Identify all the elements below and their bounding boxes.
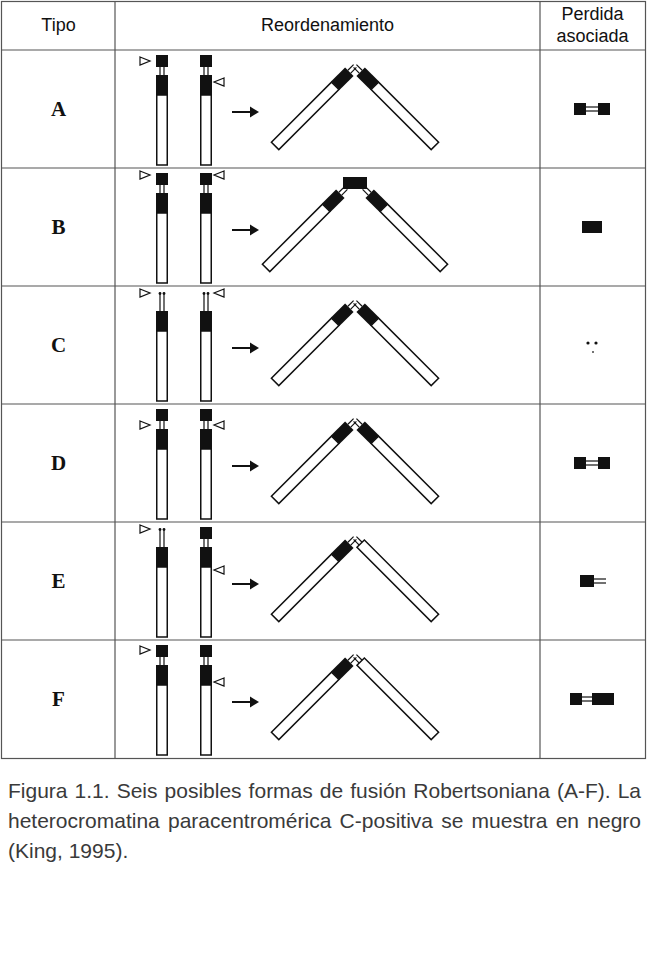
fused-arm [351, 652, 438, 739]
column-header: Tipo [2, 2, 115, 50]
acrocentric-chromosome [200, 173, 212, 283]
fused-arm [262, 184, 350, 272]
rearrangement-arrow [232, 107, 259, 118]
lost-fragment [574, 103, 610, 115]
acrocentric-chromosome [156, 55, 168, 165]
row-label: F [2, 640, 115, 758]
fused-arm [271, 298, 359, 386]
break-point [140, 646, 150, 654]
rearrangement-arrow [232, 343, 259, 354]
lost-fragment [580, 575, 606, 587]
column-header: Perdida asociada [540, 2, 645, 50]
rearrangement-arrow [232, 225, 259, 236]
break-point [214, 421, 224, 429]
acrocentric-chromosome [200, 527, 212, 637]
acrocentric-chromosome [156, 528, 168, 637]
break-point [214, 289, 224, 297]
acrocentric-chromosome [200, 292, 212, 401]
fused-arm [271, 62, 359, 150]
fused-arm [271, 416, 359, 504]
fusion-type-a [140, 55, 610, 165]
figure-caption: Figura 1.1. Seis posibles formas de fusi… [0, 776, 647, 865]
fused-arm [351, 534, 438, 621]
acrocentric-chromosome [156, 409, 168, 519]
break-point [140, 421, 150, 429]
acrocentric-chromosome [156, 173, 168, 283]
break-point [140, 289, 150, 297]
chromosome-illustration [0, 0, 647, 770]
break-point [214, 78, 224, 86]
fusion-type-b [140, 171, 602, 283]
row-label: E [2, 522, 115, 640]
break-point [214, 678, 224, 686]
fusion-type-c [140, 289, 598, 401]
lost-fragment [574, 457, 610, 469]
fusion-type-d [140, 409, 610, 519]
break-point [214, 171, 224, 179]
fused-satellite [343, 177, 367, 189]
lost-fragment [592, 351, 594, 353]
lost-fragment [570, 693, 614, 705]
fused-arm [351, 62, 439, 150]
acrocentric-chromosome [200, 645, 212, 755]
fused-arm [351, 298, 439, 386]
fused-arm [351, 416, 439, 504]
lost-fragment [586, 341, 589, 344]
break-point [140, 57, 150, 65]
break-point [140, 525, 150, 533]
break-point [140, 171, 150, 179]
fused-arm [360, 184, 448, 272]
rearrangement-arrow [232, 697, 259, 708]
row-label: A [2, 50, 115, 168]
row-label: C [2, 286, 115, 404]
fused-arm [271, 652, 359, 740]
column-header: Reordenamiento [115, 2, 540, 50]
acrocentric-chromosome [156, 292, 168, 401]
rearrangement-arrow [232, 461, 259, 472]
rearrangement-arrow [232, 579, 259, 590]
table-grid [2, 2, 646, 759]
lost-fragment [594, 341, 597, 344]
acrocentric-chromosome [200, 55, 212, 165]
fusion-type-e [140, 525, 606, 637]
row-label: B [2, 168, 115, 286]
fusion-type-f [140, 645, 614, 755]
row-label: D [2, 404, 115, 522]
acrocentric-chromosome [156, 645, 168, 755]
acrocentric-chromosome [200, 409, 212, 519]
break-point [214, 566, 224, 574]
fused-arm [271, 534, 359, 622]
lost-fragment [582, 221, 602, 233]
